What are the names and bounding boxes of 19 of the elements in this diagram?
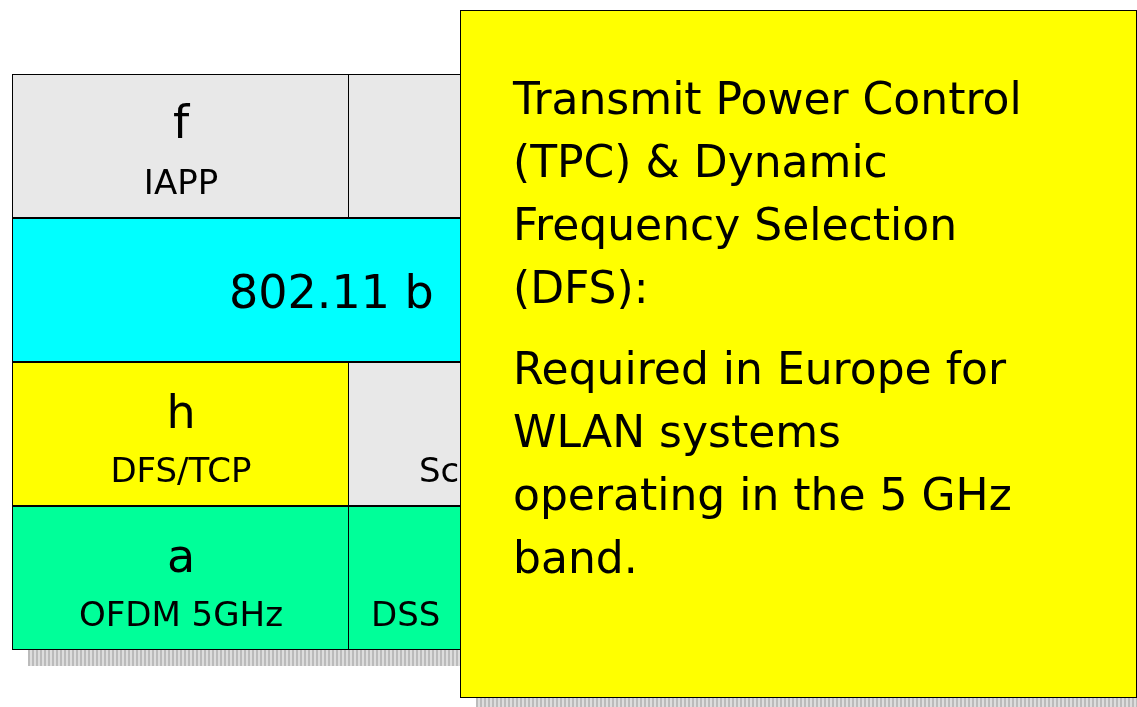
callout-text: Required in Europe for WLAN systems operating in the 5 GHz band. [513,342,1013,585]
protocol-label: DFS/TCP [110,453,252,487]
layer-cell [12,506,349,650]
layer-band [12,218,461,362]
callout-heading: Transmit Power Control (TPC) & Dynamic Frequency Selection (DFS): [513,72,1023,315]
layer-cell [348,74,461,218]
protocol-label: IAPP [143,165,219,199]
letter-label: a [166,533,196,579]
layer-cell [12,74,349,218]
protocol-label: Sc [419,453,460,487]
protocol-label: OFDM 5GHz [79,597,283,631]
protocol-label: DSS [371,597,441,631]
layer-cell [12,362,349,506]
letter-label: h [166,389,196,435]
standard-label: 802.11 b [229,269,434,315]
letter-label: f [172,99,190,145]
layer-cell [348,362,461,506]
callout-box [460,10,1137,698]
layer-cell [348,506,461,650]
